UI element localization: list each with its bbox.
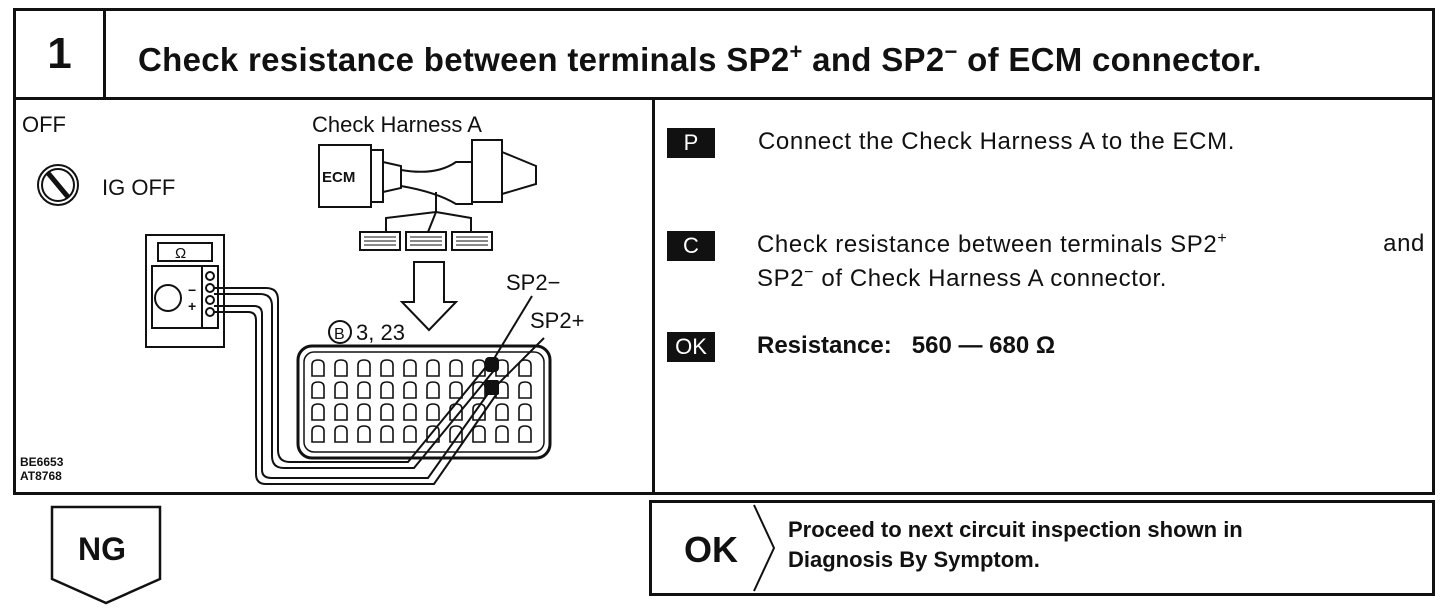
check-line2-sup: − — [804, 264, 815, 281]
harness-plug-pins — [364, 236, 488, 246]
connector-pin — [426, 381, 440, 399]
title-part-1: Check resistance between terminals SP2 — [138, 41, 790, 78]
connector-pin — [426, 425, 440, 443]
title-sup-plus: + — [789, 39, 803, 64]
connector-label: 3, 23 — [356, 320, 405, 345]
ig-off-label: IG OFF — [102, 175, 175, 200]
connector-pin — [380, 403, 394, 421]
ng-result-tag: NG — [50, 505, 162, 605]
connector-pin — [518, 403, 532, 421]
ok-badge: OK — [667, 332, 715, 362]
ohm-symbol: Ω — [175, 245, 186, 262]
ok-result-line-1: Proceed to next circuit inspection shown… — [788, 517, 1243, 542]
ok-result-label: OK — [684, 529, 738, 570]
probe-tips — [485, 357, 499, 395]
figure-id-1: BE6653 — [20, 455, 64, 469]
check-line2-text: SP2 — [757, 265, 805, 292]
connector-pin — [495, 425, 509, 443]
probe-leads — [214, 287, 545, 485]
connector-pin — [403, 403, 417, 421]
ecm-label: ECM — [322, 169, 355, 186]
harness-label: Check Harness A — [312, 112, 482, 137]
connector-pin — [357, 359, 371, 377]
connector-pin — [472, 359, 486, 377]
step-header: 1 Check resistance between terminals SP2… — [13, 8, 1435, 100]
connector-pin — [449, 381, 463, 399]
title-sup-minus: − — [944, 39, 958, 64]
ng-label: NG — [78, 531, 126, 567]
connector-pin — [426, 359, 440, 377]
connector-pin — [334, 381, 348, 399]
resistance-label: Resistance: — [757, 332, 892, 359]
connector-pin — [357, 425, 371, 443]
sp2-plus-label: SP2+ — [530, 308, 584, 333]
check-line2-rest: of Check Harness A connector. — [814, 265, 1167, 292]
connector-pin — [334, 403, 348, 421]
ecm-connector-face — [296, 344, 552, 460]
step-number: 1 — [16, 11, 106, 97]
connector-pin — [357, 403, 371, 421]
check-instruction-line-1: Check resistance between terminals SP2+ … — [757, 230, 1425, 259]
connector-pin — [472, 403, 486, 421]
ok-result-text: Proceed to next circuit inspection shown… — [788, 515, 1243, 575]
connector-pin — [357, 381, 371, 399]
connector-pin — [518, 425, 532, 443]
ok-chevron-icon — [753, 504, 776, 592]
ok-result-box: OK Proceed to next circuit inspection sh… — [649, 500, 1435, 596]
connector-pin — [495, 403, 509, 421]
connector-pin — [403, 359, 417, 377]
prepare-badge: P — [667, 128, 715, 158]
connector-pin — [380, 359, 394, 377]
connector-pin — [380, 425, 394, 443]
off-label: OFF — [22, 112, 66, 137]
connector-pin — [380, 381, 394, 399]
down-arrow-icon — [399, 261, 459, 332]
connector-pin — [449, 359, 463, 377]
connector-pin — [426, 403, 440, 421]
connector-pin — [334, 425, 348, 443]
figure-id-2: AT8768 — [20, 469, 62, 483]
connector-pin — [334, 359, 348, 377]
connector-pin — [403, 381, 417, 399]
connector-pin — [472, 381, 486, 399]
check-badge: C — [667, 231, 715, 261]
check-line1-and: and — [1383, 230, 1425, 257]
connector-pin — [311, 425, 325, 443]
resistance-value: 560 — 680 Ω — [911, 332, 1056, 359]
check-line1-sup: + — [1217, 230, 1228, 247]
check-line1-text: Check resistance between terminals SP2 — [757, 231, 1218, 258]
connector-pin — [518, 381, 532, 399]
ignition-key-icon — [37, 164, 79, 206]
connector-pin — [311, 403, 325, 421]
title-part-2: and SP2 — [802, 41, 945, 78]
title-part-3: of ECM connector. — [957, 41, 1262, 78]
resistance-spec: Resistance: 560 — 680 Ω — [757, 332, 1055, 360]
connector-pin — [311, 381, 325, 399]
wiring-diagram: OFF IG OFF Check Harness A 3, 23 SP2− SP… — [20, 112, 584, 485]
column-divider — [652, 100, 655, 492]
connector-b-letter: B — [334, 326, 345, 343]
ok-result-line-2: Diagnosis By Symptom. — [788, 547, 1040, 572]
check-harness-icon — [318, 139, 537, 233]
meter-minus-sign: − — [188, 282, 196, 298]
prepare-instruction: Connect the Check Harness A to the ECM. — [758, 128, 1235, 155]
connector-b-marker: B — [328, 320, 352, 344]
meter-plus-sign: + — [188, 298, 196, 314]
connector-pin — [311, 359, 325, 377]
step-body: OFF IG OFF Check Harness A 3, 23 SP2− SP… — [13, 100, 1435, 495]
check-instruction-line-2: SP2− of Check Harness A connector. — [757, 264, 1167, 293]
sp2-minus-label: SP2− — [506, 270, 560, 295]
step-title: Check resistance between terminals SP2+ … — [138, 39, 1262, 79]
connector-pin — [403, 425, 417, 443]
